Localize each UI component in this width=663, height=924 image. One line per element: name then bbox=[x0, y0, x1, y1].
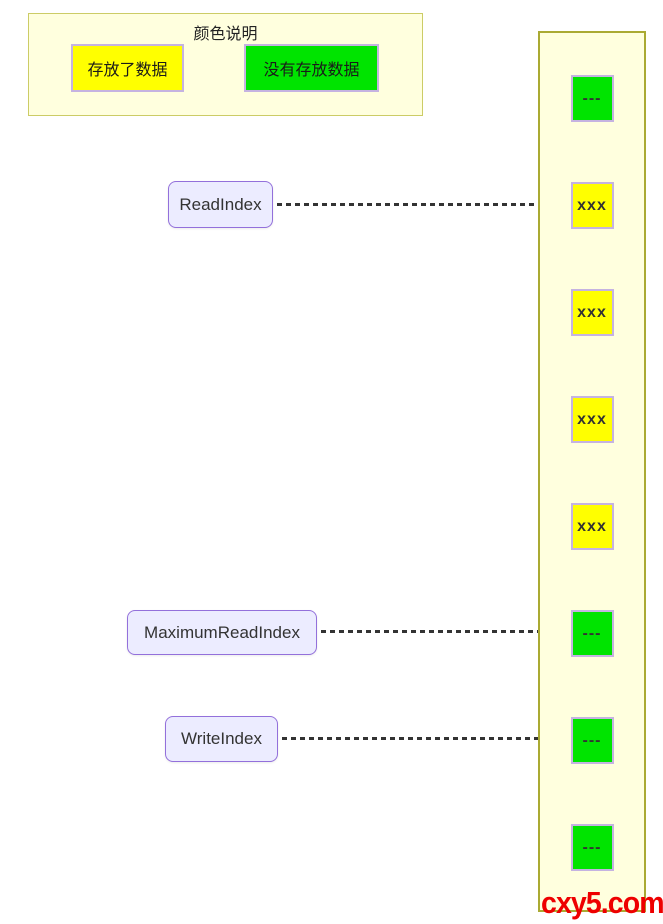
buffer-cell: xxx bbox=[570, 289, 614, 336]
buffer-cell: xxx bbox=[570, 503, 614, 550]
buffer-cell: --- bbox=[570, 717, 614, 764]
buffer-cell: xxx bbox=[570, 182, 614, 229]
buffer-cell: --- bbox=[570, 75, 614, 122]
buffer-cell: --- bbox=[570, 824, 614, 871]
legend-swatch-filled: 存放了数据 bbox=[71, 44, 184, 92]
readindex-label: ReadIndex bbox=[168, 181, 273, 228]
buffer-cell: --- bbox=[570, 610, 614, 657]
maximumreadindex-arrow bbox=[321, 624, 568, 638]
legend-title: 颜色说明 bbox=[193, 26, 258, 43]
buffer-container: --- xxx xxx xxx xxx --- --- --- bbox=[538, 31, 646, 912]
readindex-arrow bbox=[277, 197, 568, 211]
writeindex-arrow bbox=[282, 731, 568, 745]
maximumreadindex-label: MaximumReadIndex bbox=[127, 610, 317, 655]
writeindex-label: WriteIndex bbox=[165, 716, 278, 762]
legend-swatch-empty: 没有存放数据 bbox=[244, 44, 379, 92]
watermark-text: cxy5.com bbox=[541, 885, 663, 920]
buffer-cell: xxx bbox=[570, 396, 614, 443]
color-legend: 颜色说明 存放了数据 没有存放数据 bbox=[28, 13, 423, 116]
